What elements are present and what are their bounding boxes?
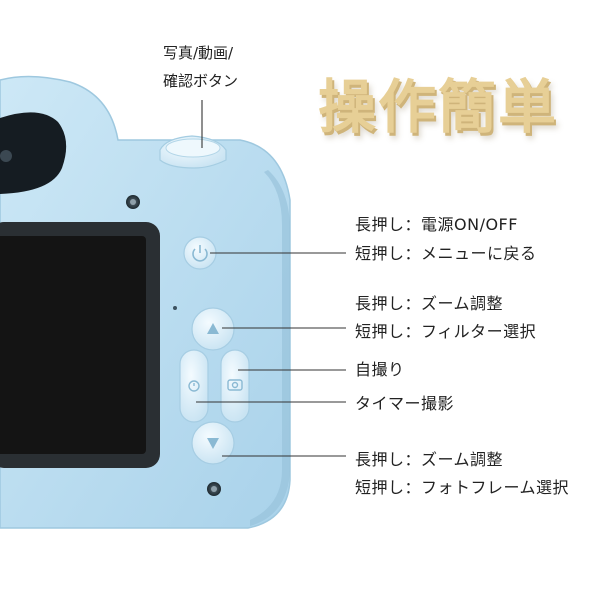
shutter-label-line2: 確認ボタン [163,72,239,90]
page-title: 操作簡単 [318,73,559,141]
lcd-screen [0,222,160,468]
up-callout-line2: 短押し：フィルター選択 [355,322,537,341]
shutter-button [159,135,227,169]
power-icon [192,245,208,262]
down-callout-line1: 長押し：ズーム調整 [355,450,504,469]
selfie-button [220,349,250,423]
power-callout-line2: 短押し：メニューに戻る [355,244,537,263]
down-button [191,421,235,465]
up-callout-line1: 長押し：ズーム調整 [355,294,504,313]
triangle-down-icon [207,438,219,449]
down-callout-line2: 短押し：フォトフレーム選択 [355,478,570,497]
mic-hole [173,306,177,310]
selfie-callout: 自撮り [355,360,405,379]
timer-button [179,349,209,423]
camera-switch-icon [227,379,243,391]
power-callout-line1: 長押し：電源ON/OFF [355,215,518,234]
triangle-up-icon [207,323,219,334]
timer-callout: タイマー撮影 [355,394,455,413]
callout-lines [196,100,346,457]
screw-icon [126,195,140,209]
timer-icon [188,380,200,392]
shutter-label-line1: 写真/動画/ [163,44,234,62]
up-button [191,307,235,351]
screw-icon [207,482,221,496]
viewfinder-window [0,112,67,194]
